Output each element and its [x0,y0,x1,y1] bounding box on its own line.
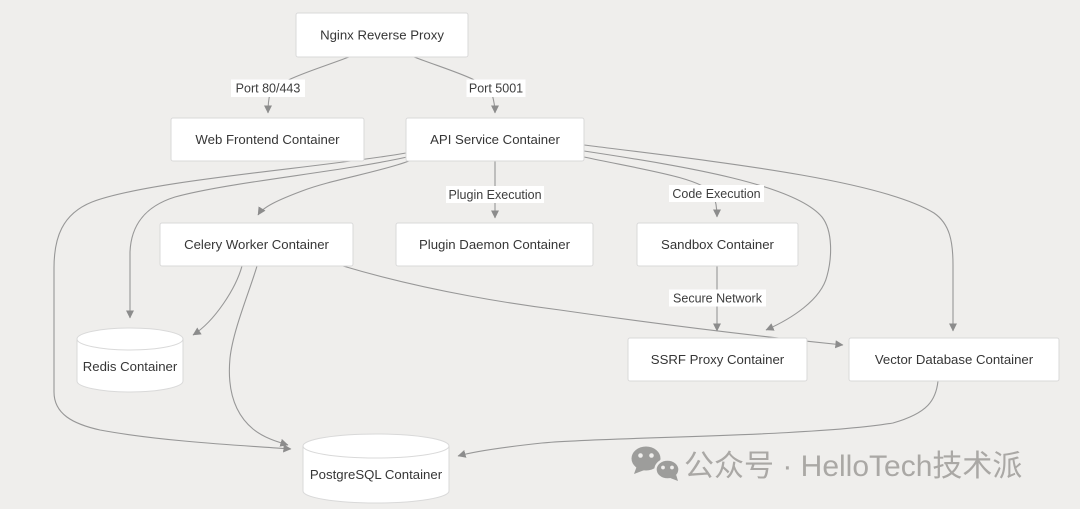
edge-api-postgres [53,152,407,453]
node-sandbox-label: Sandbox Container [661,237,775,252]
edge-label-code-execution: Code Execution [669,185,764,202]
node-api-service: API Service Container [405,117,585,162]
edge-api-ssrf [583,150,832,331]
svg-text:Port 5001: Port 5001 [469,82,523,96]
node-postgresql-label: PostgreSQL Container [310,467,443,482]
edge-celery-vector-db [342,265,844,349]
node-nginx: Nginx Reverse Proxy [295,12,469,58]
svg-text:Secure Network: Secure Network [673,292,763,306]
node-sandbox: Sandbox Container [636,222,799,267]
node-celery-worker-label: Celery Worker Container [184,237,329,252]
edge-api-celery [257,160,410,216]
node-web-frontend: Web Frontend Container [170,117,365,162]
node-vector-database: Vector Database Container [848,337,1060,382]
node-nginx-label: Nginx Reverse Proxy [320,28,444,43]
node-ssrf-proxy: SSRF Proxy Container [627,337,808,382]
node-vector-database-label: Vector Database Container [875,352,1034,367]
edge-api-redis [125,156,408,319]
node-postgresql: PostgreSQL Container [302,433,450,504]
node-api-service-label: API Service Container [430,132,560,147]
database-cylinder-icon [76,339,184,393]
wechat-icon [631,446,681,481]
node-plugin-daemon: Plugin Daemon Container [395,222,594,267]
watermark: 公众号 · HelloTech技术派 [631,446,1022,483]
database-cylinder-icon [302,446,450,504]
watermark-text: 公众号 · HelloTech技术派 [684,450,1022,483]
edge-label-port-80-443: Port 80/443 [231,79,305,97]
edge-label-secure-network: Secure Network [669,289,766,307]
node-plugin-daemon-label: Plugin Daemon Container [419,237,571,252]
node-celery-worker: Celery Worker Container [159,222,354,267]
node-web-frontend-label: Web Frontend Container [195,132,340,147]
edge-vector-db-postgres [457,380,939,458]
edge-api-vector-db [583,144,958,332]
node-ssrf-proxy-label: SSRF Proxy Container [651,352,785,367]
edge-celery-postgres [228,265,289,447]
edge-label-port-5001: Port 5001 [466,79,526,97]
svg-text:Plugin Execution: Plugin Execution [448,188,541,202]
svg-text:Port 80/443: Port 80/443 [236,82,301,96]
node-redis: Redis Container [76,327,184,393]
node-redis-label: Redis Container [83,359,178,374]
svg-text:Code Execution: Code Execution [672,187,760,201]
edge-label-plugin-execution: Plugin Execution [446,186,544,203]
edge-celery-redis [192,265,243,336]
